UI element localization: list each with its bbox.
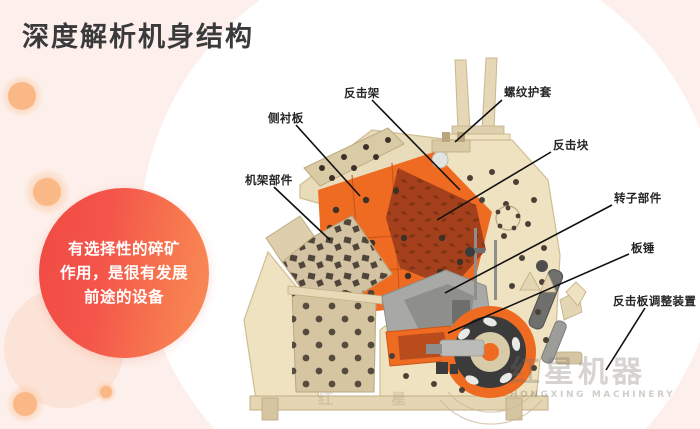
foot-left xyxy=(261,397,279,421)
rotor-motion-arcs xyxy=(439,391,543,425)
base-chassis xyxy=(249,395,549,411)
drive-coupling xyxy=(426,339,485,357)
brand-ghost-marks: 红星 xyxy=(318,388,464,409)
rotor-shaft xyxy=(481,343,499,361)
badge-line-2: 作用，是很有发展 xyxy=(59,263,188,282)
callout-label-impact-frame: 反击架 xyxy=(344,86,380,100)
callout-label-frame-parts: 机架部件 xyxy=(245,173,293,187)
callout-label-side-liner: 侧衬板 xyxy=(268,111,304,125)
decor-dot-3 xyxy=(13,392,37,416)
brand-name-cn: 红星机器 xyxy=(510,355,646,390)
callout-label-impact-block: 反击块 xyxy=(553,138,589,152)
callout-label-rotor-parts: 转子部件 xyxy=(614,191,662,205)
brand-name-en: HONGXING MACHINERY xyxy=(510,390,676,400)
ghost-mark-right: 星 xyxy=(391,390,465,408)
badge-line-3: 前途的设备 xyxy=(83,288,164,306)
highlight-badge: 有选择性的碎矿 作用，是很有发展 前途的设备 xyxy=(39,188,209,358)
left-liner-bolts xyxy=(292,290,376,392)
decor-dot-4 xyxy=(100,386,112,398)
brand-watermark: 红星机器 HONGXING MACHINERY xyxy=(510,358,695,410)
callout-label-hammer-plate: 板锤 xyxy=(631,241,655,255)
liner-rail xyxy=(287,285,383,305)
decor-dot-2 xyxy=(33,178,61,206)
callout-label-screw-sleeve: 螺纹护套 xyxy=(504,85,552,99)
highlight-badge-text: 有选择性的碎矿 作用，是很有发展 前途的设备 xyxy=(49,237,199,309)
feed-inlet xyxy=(445,57,511,144)
badge-line-1: 有选择性的碎矿 xyxy=(67,239,180,258)
page-title: 深度解析机身结构 xyxy=(22,22,254,53)
ghost-mark-left: 红 xyxy=(318,390,392,408)
decor-dot-1 xyxy=(8,82,36,110)
callout-label-adjust-device: 反击板调整装置 xyxy=(613,294,697,308)
